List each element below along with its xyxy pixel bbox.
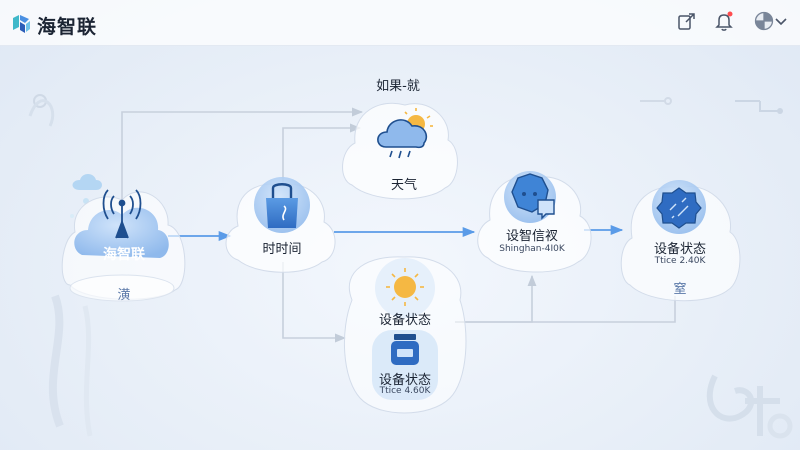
device-message-label: 设智信衩 [505,229,559,244]
bottom-status-value: Ttice 4.60K [379,386,431,396]
top-bar: 海智联 [0,0,800,46]
weather-node[interactable] [342,102,458,200]
jar-icon [391,334,419,365]
bell-icon[interactable] [712,9,736,33]
chevron-down-icon[interactable] [774,9,788,33]
app-logo-icon [13,15,30,33]
middle-status-label: 设备状态 [378,313,432,328]
source-node[interactable] [61,174,186,302]
device-status-stack-node[interactable] [344,256,467,414]
device-message-value: Shinghan-4I0K [499,244,565,254]
chat-badge-icon [511,173,555,220]
source-foot-label: 潢 [117,288,131,303]
app-title: 海智联 [37,16,98,38]
condition-label: 如果-就 [376,79,420,94]
shopping-bag-icon [266,183,298,228]
device-state-label: 设备状态 [653,242,707,257]
notification-dot [727,11,733,17]
weather-label: 天气 [390,178,418,193]
device-state-foot-label: 窒 [673,282,687,297]
device-state-value: Ttice 2.40K [654,256,706,266]
device-message-node[interactable] [477,171,592,273]
source-badge-label: 海智联 [103,247,145,263]
weather-cloud-sun-icon [377,108,433,159]
time-label: 时时间 [262,242,302,257]
antenna-icon [102,189,142,239]
gear-badge-icon [656,187,702,229]
background-decoration [28,94,793,439]
user-avatar-icon[interactable] [752,9,776,33]
bottom-status-label: 设备状态 [378,373,432,388]
connector-lines [121,107,676,343]
share-icon[interactable] [675,9,699,33]
time-node[interactable] [225,177,336,273]
sun-icon [386,268,424,306]
device-state-node[interactable] [620,180,741,302]
